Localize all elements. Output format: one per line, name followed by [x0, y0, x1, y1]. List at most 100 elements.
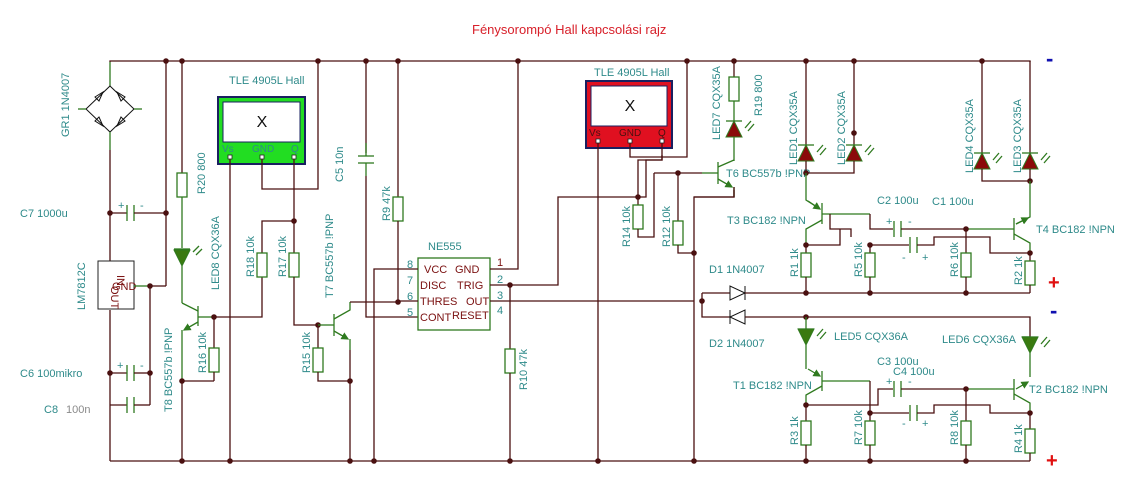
capacitor-c6: + -: [107, 360, 153, 381]
resistor-r19: [728, 61, 740, 121]
label-r1: R1 1k: [789, 248, 801, 277]
label-led4: LED4 CQX35A: [964, 98, 976, 173]
svg-text:+: +: [117, 360, 123, 372]
svg-text:-: -: [140, 360, 144, 372]
label-t6: T6 BC557b !PNP: [726, 168, 810, 180]
svg-text:GND: GND: [252, 144, 274, 155]
wire: [638, 143, 663, 198]
label-ne555: NE555: [428, 241, 462, 253]
capacitor-c1: - +: [806, 229, 1030, 264]
svg-text:RESET: RESET: [452, 310, 489, 322]
label-hall1: TLE 4905L Hall: [229, 75, 304, 87]
transistor-t7: [318, 302, 351, 350]
transistor-t1: [805, 368, 870, 405]
label-r10: R10 47k: [518, 349, 530, 390]
label-r2: R2 1k: [1013, 256, 1025, 285]
hall1-symbol: X: [257, 114, 268, 131]
label-d1: D1 1N4007: [709, 264, 765, 276]
label-r5: R5 10k: [853, 242, 865, 277]
label-led7: LED7 CQX35A: [711, 65, 723, 140]
resistor-r18: [256, 220, 294, 278]
led3: [1021, 61, 1051, 170]
transistor-t3: [805, 173, 870, 245]
svg-text:OUT: OUT: [466, 296, 490, 308]
led8: [173, 245, 203, 303]
svg-text:DISC: DISC: [420, 280, 446, 292]
svg-text:Vs: Vs: [589, 128, 601, 139]
label-c1: C1 100u: [932, 196, 974, 208]
label-r4: R4 1k: [1013, 424, 1025, 453]
svg-text:+: +: [922, 418, 928, 430]
led1: [797, 61, 827, 162]
label-r12: R12 10k: [661, 206, 673, 247]
svg-text:OUT: OUT: [108, 286, 120, 310]
label-r14: R14 10k: [621, 206, 633, 247]
label-c8-value: 100n: [66, 404, 90, 416]
resistor-r6: [960, 229, 972, 293]
led6: [1021, 336, 1051, 377]
wire: [373, 268, 418, 461]
svg-text:Q: Q: [658, 128, 666, 139]
label-t2: T2 BC182 !NPN: [1029, 384, 1108, 396]
wire: [805, 161, 855, 174]
svg-text:TRIG: TRIG: [457, 280, 483, 292]
label-c6: C6 100mikro: [20, 368, 82, 380]
hall-sensor-2: X Vs GND Q: [585, 80, 673, 149]
label-led8: LED8 CQX36A: [210, 215, 222, 290]
regulator-lm7812: IN GND OUT: [97, 260, 153, 310]
label-t1: T1 BC182 !NPN: [733, 380, 812, 392]
resistor-r14: [632, 173, 655, 238]
terminal-plus-upper: +: [1048, 272, 1060, 294]
led2: [845, 61, 875, 162]
resistor-r4: [1024, 413, 1036, 461]
wire: [261, 61, 319, 190]
capacitor-c3: + -: [806, 376, 966, 406]
capacitor-c2: + -: [869, 214, 966, 237]
resistor-r3: [800, 405, 812, 461]
label-c8: C8: [44, 404, 58, 416]
resistor-r15: [312, 325, 350, 382]
svg-text:IN: IN: [114, 275, 126, 286]
label-d2: D2 1N4007: [709, 338, 765, 350]
label-c5: C5 10n: [334, 147, 346, 182]
diode-d2: [728, 309, 1031, 337]
label-led3: LED3 CQX35A: [1012, 98, 1024, 173]
led7: [725, 119, 755, 161]
resistor-r20: [176, 61, 188, 248]
svg-text:5: 5: [407, 307, 413, 319]
led4: [973, 61, 1003, 170]
wire: [981, 169, 1031, 182]
label-c2: C2 100u: [877, 195, 919, 207]
label-c4: C4 100u: [893, 366, 935, 378]
svg-text:VCC: VCC: [424, 264, 447, 276]
svg-text:GND: GND: [619, 128, 641, 139]
capacitor-c5: [358, 61, 418, 318]
label-t8: T8 BC557b !PNP: [163, 328, 175, 412]
label-c7: C7 1000u: [20, 208, 68, 220]
ic-ne555: NE555 8 7 6 5 VCC DISC THRES CONT GND TR…: [407, 241, 503, 331]
svg-text:+: +: [886, 376, 892, 388]
resistor-r1: [800, 245, 812, 293]
label-t4: T4 BC182 !NPN: [1036, 224, 1115, 236]
transistor-t2: [966, 379, 1031, 413]
svg-text:2: 2: [497, 274, 503, 286]
led5: [797, 317, 827, 369]
wire: [490, 61, 519, 270]
svg-text:CONT: CONT: [420, 312, 451, 324]
svg-text:GND: GND: [455, 264, 480, 276]
label-r9: R9 47k: [381, 186, 393, 221]
resistor-r9: [392, 61, 404, 305]
hall-sensor-1: X Vs GND Q: [217, 96, 306, 165]
label-r16: R16 10k: [197, 332, 209, 373]
terminal-plus-bottom: +: [1046, 450, 1058, 472]
label-led2: LED2 CQX35A: [836, 90, 848, 165]
resistor-r17: [288, 221, 318, 326]
label-r19: R19 800: [753, 74, 765, 116]
resistor-r2: [1024, 253, 1036, 293]
svg-text:-: -: [908, 216, 912, 228]
transistor-t8: [181, 302, 217, 381]
label-t3: T3 BC182 !NPN: [727, 215, 806, 227]
svg-text:1: 1: [497, 257, 503, 269]
svg-text:6: 6: [407, 291, 413, 303]
hall2-symbol: X: [625, 98, 636, 115]
